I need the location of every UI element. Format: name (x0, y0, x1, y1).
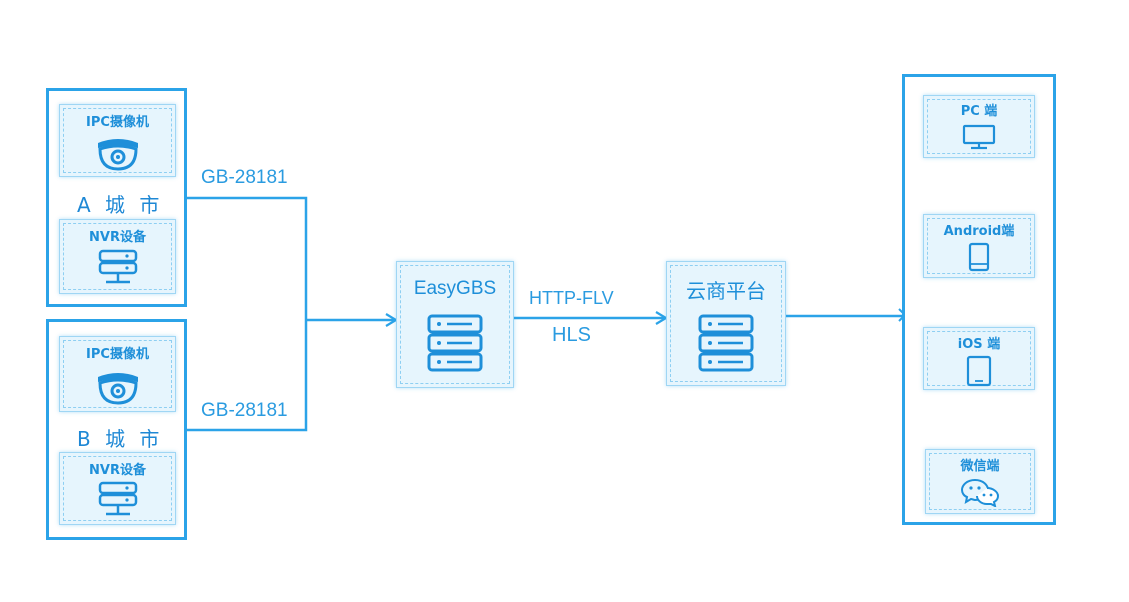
cloud-platform-label: 云商平台 (686, 279, 766, 303)
city-b-nvr-label: NVR设备 (89, 463, 146, 478)
transport-protocol-1: HTTP-FLV (529, 288, 614, 308)
phone-icon (968, 242, 990, 272)
camera-icon (97, 373, 138, 405)
nvr-icon (98, 481, 137, 516)
city-a-group: IPC摄像机 A 城 市 NVR设备 (46, 88, 187, 307)
monitor-icon (962, 124, 996, 150)
client-pc-label: PC 端 (960, 104, 998, 119)
server-icon (427, 314, 483, 372)
client-ios-label: iOS 端 (957, 337, 1001, 352)
nvr-icon (98, 249, 137, 284)
city-b-ipc-tile: IPC摄像机 (59, 336, 176, 412)
easygbs-node: EasyGBS (396, 261, 514, 388)
city-b-label: B 城 市 (77, 423, 164, 452)
city-a-nvr-tile: NVR设备 (59, 219, 176, 294)
wechat-icon (960, 478, 1000, 507)
client-android-tile: Android端 (923, 214, 1035, 278)
city-b-ipc-label: IPC摄像机 (86, 347, 149, 362)
client-wechat-label: 微信端 (960, 459, 1000, 474)
cloud-platform-node: 云商平台 (666, 261, 786, 386)
client-ios-tile: iOS 端 (923, 327, 1035, 390)
city-b-protocol-label: GB-28181 (201, 400, 288, 421)
link-city-a (186, 196, 308, 320)
city-b-nvr-tile: NVR设备 (59, 452, 176, 525)
city-b-group: IPC摄像机 B 城 市 NVR设备 (46, 319, 187, 540)
city-a-nvr-label: NVR设备 (89, 230, 146, 245)
camera-icon (97, 139, 138, 171)
city-a-label: A 城 市 (77, 189, 164, 218)
link-city-b (186, 320, 308, 432)
city-a-protocol-label: GB-28181 (201, 167, 288, 188)
clients-group: PC 端 Android端 iOS 端 微信端 (902, 74, 1056, 525)
transport-protocol-2: HLS (552, 324, 591, 346)
client-wechat-tile: 微信端 (925, 449, 1035, 514)
city-a-ipc-label: IPC摄像机 (86, 115, 149, 130)
client-android-label: Android端 (943, 224, 1015, 239)
client-pc-tile: PC 端 (923, 95, 1035, 158)
server-icon (698, 314, 754, 372)
easygbs-label: EasyGBS (413, 278, 497, 299)
city-a-ipc-tile: IPC摄像机 (59, 104, 176, 177)
tablet-icon (966, 355, 992, 387)
